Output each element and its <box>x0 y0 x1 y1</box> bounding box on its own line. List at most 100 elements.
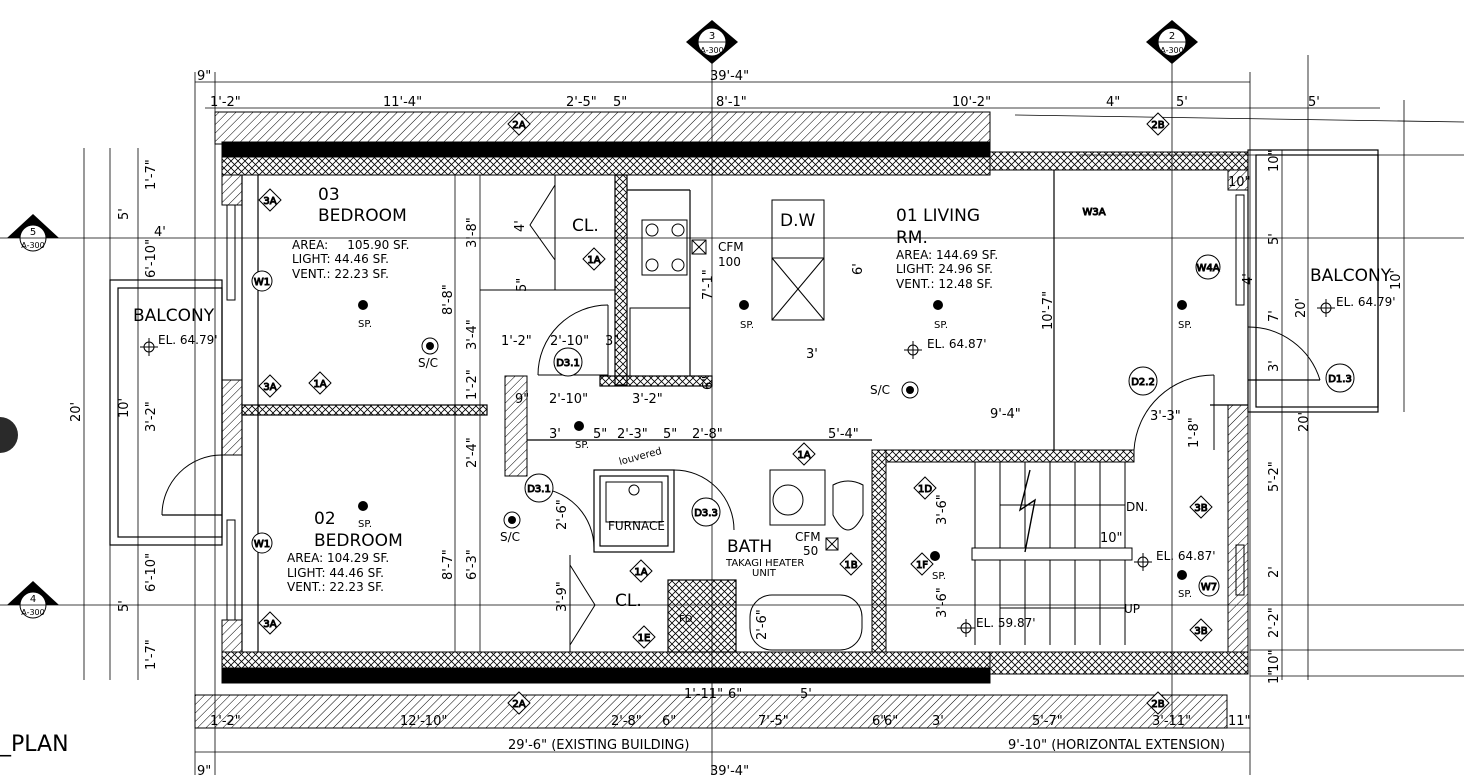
exterior-walls <box>194 111 1249 729</box>
dim-text: 6'-10" <box>144 553 159 592</box>
marker-sheet: A-300 <box>21 241 44 250</box>
room-living[interactable]: 01 LIVING RM. AREA: 144.69 SF. LIGHT: 24… <box>896 206 998 291</box>
smoke-co-label: S/C <box>870 383 890 397</box>
room-name: BEDROOM <box>318 206 407 226</box>
marker-sheet: A-300 <box>700 46 723 55</box>
dim-text: 10' <box>117 398 132 418</box>
dim-text: 20' <box>1297 412 1312 432</box>
dim-text: 9" <box>515 392 529 407</box>
dim-text: 3'-8" <box>465 217 480 248</box>
tag-label: 2A <box>512 120 525 131</box>
dim-text: 2'-8" <box>692 427 723 442</box>
dim-text: 1'-8" <box>1187 417 1202 448</box>
dim-text: 6" <box>662 714 676 729</box>
dim-text: 3" <box>605 334 619 349</box>
dim-text: 4' <box>513 220 528 232</box>
dim-text: 2' <box>1267 566 1282 578</box>
dim-text: 11'-4" <box>383 95 422 110</box>
louvered-label: louvered <box>618 446 663 468</box>
dim-text: 9" <box>197 764 211 775</box>
dim-text: 6" <box>872 714 886 729</box>
tag-label: 1A <box>587 255 600 266</box>
dim-text: 5'-4" <box>828 427 859 442</box>
dim-text: 39'-4" <box>710 69 749 84</box>
dim-text: 3'-4" <box>465 319 480 350</box>
scroll-handle[interactable] <box>0 417 18 453</box>
dim-text: 3' <box>549 427 561 442</box>
room-vent: VENT.: 22.23 SF. <box>287 580 384 594</box>
dim-text: 3'-2" <box>144 401 159 432</box>
room-number: 03 <box>318 185 340 205</box>
elevation-label: EL. 64.87' <box>927 337 987 351</box>
dim-text: 2'-10" <box>549 392 588 407</box>
section-marker-2[interactable]: 2 A-300 <box>1146 20 1198 64</box>
elevation-markers <box>140 299 1335 637</box>
dim-text: 5' <box>117 600 132 612</box>
dim-text: 6" <box>728 687 742 702</box>
floor-drain-label: FD <box>679 614 693 625</box>
dims-top: 9" 39'-4" 1'-2" 11'-4" 2'-5" 5" 8'-1" 10… <box>197 69 1320 110</box>
dim-text: 10'-7" <box>1041 291 1056 330</box>
tag-label: D3.3 <box>694 508 718 519</box>
dims-interior: 3'-8" 8'-8" 3'-4" 1'-2" 2'-4" 6'-3" 8'-7… <box>441 217 1202 640</box>
dim-text: 10'-2" <box>952 95 991 110</box>
tag-label: 3A <box>263 619 276 630</box>
tag-label: 2A <box>512 699 525 710</box>
dim-text: 10" <box>1228 175 1251 190</box>
tag-label: 1A <box>634 567 647 578</box>
dim-text: 2'-8" <box>611 714 642 729</box>
dim-text: 1'-2" <box>501 334 532 349</box>
dim-text: 3'-6" <box>935 587 950 618</box>
dim-text: 1" <box>1267 670 1282 684</box>
stair-up-label: UP <box>1124 602 1140 616</box>
fixtures <box>480 175 864 652</box>
dim-text: 1'-2" <box>210 95 241 110</box>
tag-label: D1.3 <box>1328 374 1352 385</box>
dim-text: 2'-4" <box>465 437 480 468</box>
cfm-label: CFM <box>718 240 744 254</box>
dim-text: 2'-2" <box>1267 607 1282 638</box>
dim-text: 7'-1" <box>701 269 716 300</box>
dim-text: 8'-8" <box>441 284 456 315</box>
sprinkler-label: SP. <box>740 320 754 331</box>
dim-text: 8'-1" <box>716 95 747 110</box>
section-marker-4[interactable]: 4 A-300 <box>7 581 59 619</box>
dim-text: 5'-2" <box>1267 461 1282 492</box>
stair <box>971 462 1133 645</box>
room-bedroom-03[interactable]: 03 BEDROOM AREA: 105.90 SF. LIGHT: 44.46… <box>292 185 409 281</box>
dim-text: 9" <box>197 69 211 84</box>
room-bedroom-02[interactable]: 02 BEDROOM AREA: 104.29 SF. LIGHT: 44.46… <box>287 509 403 594</box>
dim-text: 4" <box>1106 95 1120 110</box>
dim-text: 1'-11" <box>684 687 723 702</box>
tag-label: 3A <box>263 382 276 393</box>
dishwasher-label: D.W <box>780 211 815 231</box>
tag-label: 3B <box>1194 626 1207 637</box>
room-number: 02 <box>314 509 336 529</box>
closet-label: CL. <box>572 216 599 236</box>
dim-text: 6" <box>701 376 716 390</box>
tag-label: 2B <box>1151 699 1164 710</box>
sprinkler-label: SP. <box>932 571 946 582</box>
dim-text: 3'-2" <box>632 392 663 407</box>
windows <box>226 194 1245 621</box>
dim-text: 3'-11" <box>1152 714 1191 729</box>
sprinkler-label: SP. <box>934 320 948 331</box>
dim-text: 3' <box>806 347 818 362</box>
dims-left: 1'-7" 5' 6'-10" 4' 20' 10' 3'-2" 6'-10" … <box>69 159 166 670</box>
dim-text: 11" <box>1228 714 1251 729</box>
dim-text: 5" <box>515 278 530 292</box>
room-light: LIGHT: 24.96 SF. <box>896 262 993 276</box>
dim-text: 9'-10" (HORIZONTAL EXTENSION) <box>1008 738 1225 753</box>
dim-text: 10" <box>1100 531 1123 546</box>
dim-text: 6'-3" <box>465 549 480 580</box>
tag-label: W1 <box>254 539 270 550</box>
marker-sheet: A-300 <box>21 608 44 617</box>
sprinkler-label: SP. <box>358 319 372 330</box>
tag-label: D2.2 <box>1131 377 1155 388</box>
section-marker-5[interactable]: 5 A-300 <box>7 214 59 252</box>
dim-text: 3' <box>932 714 944 729</box>
stair-down-label: DN. <box>1126 500 1148 514</box>
tag-label: 1E <box>638 633 651 644</box>
tag-label: W3A <box>1082 207 1105 218</box>
section-marker-3[interactable]: 3 A-300 <box>686 20 738 64</box>
